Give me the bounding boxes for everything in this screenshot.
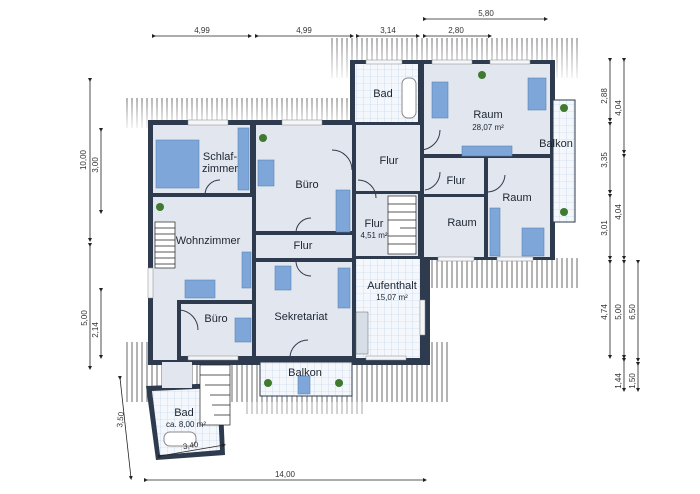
label-aufenthalt: Aufenthalt <box>367 280 417 292</box>
cabinet <box>335 189 351 233</box>
desk <box>527 77 547 111</box>
area-raum-large: 28,07 m² <box>472 123 504 132</box>
rooms <box>152 64 576 455</box>
label-flur-small: Flur <box>447 175 466 187</box>
dim-left-5: 3,50 <box>115 411 126 428</box>
dim-right-7: 5,00 <box>614 304 623 320</box>
plant-icon <box>264 379 272 387</box>
dim-right-1: 2,88 <box>600 88 609 104</box>
desk <box>274 265 292 291</box>
label-buero-top: Büro <box>295 179 318 191</box>
dimension-labels: 4,99 4,99 3,14 2,80 5,80 10,00 3,00 5,00… <box>79 9 637 479</box>
label-bad-bottom: Bad <box>174 407 194 419</box>
armchair <box>184 279 216 299</box>
plant-icons <box>156 71 568 387</box>
stairs <box>154 195 417 426</box>
dim-right-8: 6,50 <box>628 304 637 320</box>
label-schlafzimmer-2: zimmer <box>202 163 238 175</box>
desk <box>431 81 449 119</box>
label-sekretariat: Sekretariat <box>274 311 327 323</box>
room-flur-top <box>356 125 420 191</box>
label-raum-small: Raum <box>447 217 476 229</box>
dim-left-2: 3,00 <box>91 157 100 173</box>
label-flur-top: Flur <box>380 155 399 167</box>
dim-top-5: 5,80 <box>478 9 494 18</box>
dim-bottom-2: 14,00 <box>275 470 296 479</box>
room-labels: Bad Raum 28,07 m² Balkon Schlaf- zimmer … <box>166 88 573 429</box>
room-flur-middle <box>256 235 352 258</box>
label-wohnzimmer: Wohnzimmer <box>176 235 241 247</box>
dim-top-2: 4,99 <box>296 26 312 35</box>
room-raum-small <box>424 197 484 257</box>
room-balkon-right <box>552 99 576 223</box>
area-flur-stairs: 4,51 m² <box>360 231 387 240</box>
doors <box>179 129 506 359</box>
desk <box>257 159 275 187</box>
label-balkon-right: Balkon <box>539 138 573 150</box>
label-bad-top: Bad <box>373 88 393 100</box>
dim-bottom-1: 3,40 <box>182 440 199 451</box>
kitchen-counter <box>355 311 369 355</box>
dim-left-4: 2,14 <box>91 322 100 338</box>
plant-icon <box>335 379 343 387</box>
plant-icon <box>560 104 568 112</box>
plant-icon <box>156 203 164 211</box>
tv-unit <box>241 251 252 289</box>
bathtub <box>401 77 417 119</box>
dim-right-5: 3,01 <box>600 220 609 236</box>
room-sekretariat <box>256 262 352 356</box>
desk <box>234 317 252 343</box>
dimension-lines <box>88 17 640 482</box>
dim-right-6: 4,74 <box>600 304 609 320</box>
dim-left-1: 10,00 <box>79 149 88 170</box>
dim-top-4: 2,80 <box>448 26 464 35</box>
area-aufenthalt: 15,07 m² <box>376 293 408 302</box>
plant-icon <box>560 208 568 216</box>
windows <box>147 59 534 361</box>
dim-top-1: 4,99 <box>194 26 210 35</box>
dim-left-3: 5,00 <box>80 310 89 326</box>
label-raum-right: Raum <box>502 192 531 204</box>
sideboard <box>461 145 513 157</box>
dim-top-3: 3,14 <box>380 26 396 35</box>
cabinet <box>337 267 351 309</box>
plant-icon <box>259 134 267 142</box>
desk <box>521 227 545 257</box>
area-bad-bottom: ca. 8,00 m² <box>166 420 206 429</box>
dim-right-3: 3,35 <box>600 152 609 168</box>
dim-right-9: 1,44 <box>614 373 623 389</box>
dim-right-2: 4,04 <box>614 100 623 116</box>
label-schlafzimmer-1: Schlaf- <box>203 151 238 163</box>
label-balkon-bottom: Balkon <box>288 367 322 379</box>
plant-icon <box>478 71 486 79</box>
label-flur-middle: Flur <box>294 240 313 252</box>
shelf <box>489 207 501 257</box>
table <box>297 375 311 395</box>
label-raum-large: Raum <box>473 109 502 121</box>
wardrobe <box>237 127 250 191</box>
furniture <box>155 77 547 447</box>
room-flur-small <box>424 158 484 194</box>
label-buero-bottom: Büro <box>204 313 227 325</box>
dim-right-10: 1,50 <box>628 373 637 389</box>
dim-right-4: 4,04 <box>614 204 623 220</box>
label-flur-stairs: Flur <box>365 218 384 230</box>
bed <box>155 139 200 189</box>
